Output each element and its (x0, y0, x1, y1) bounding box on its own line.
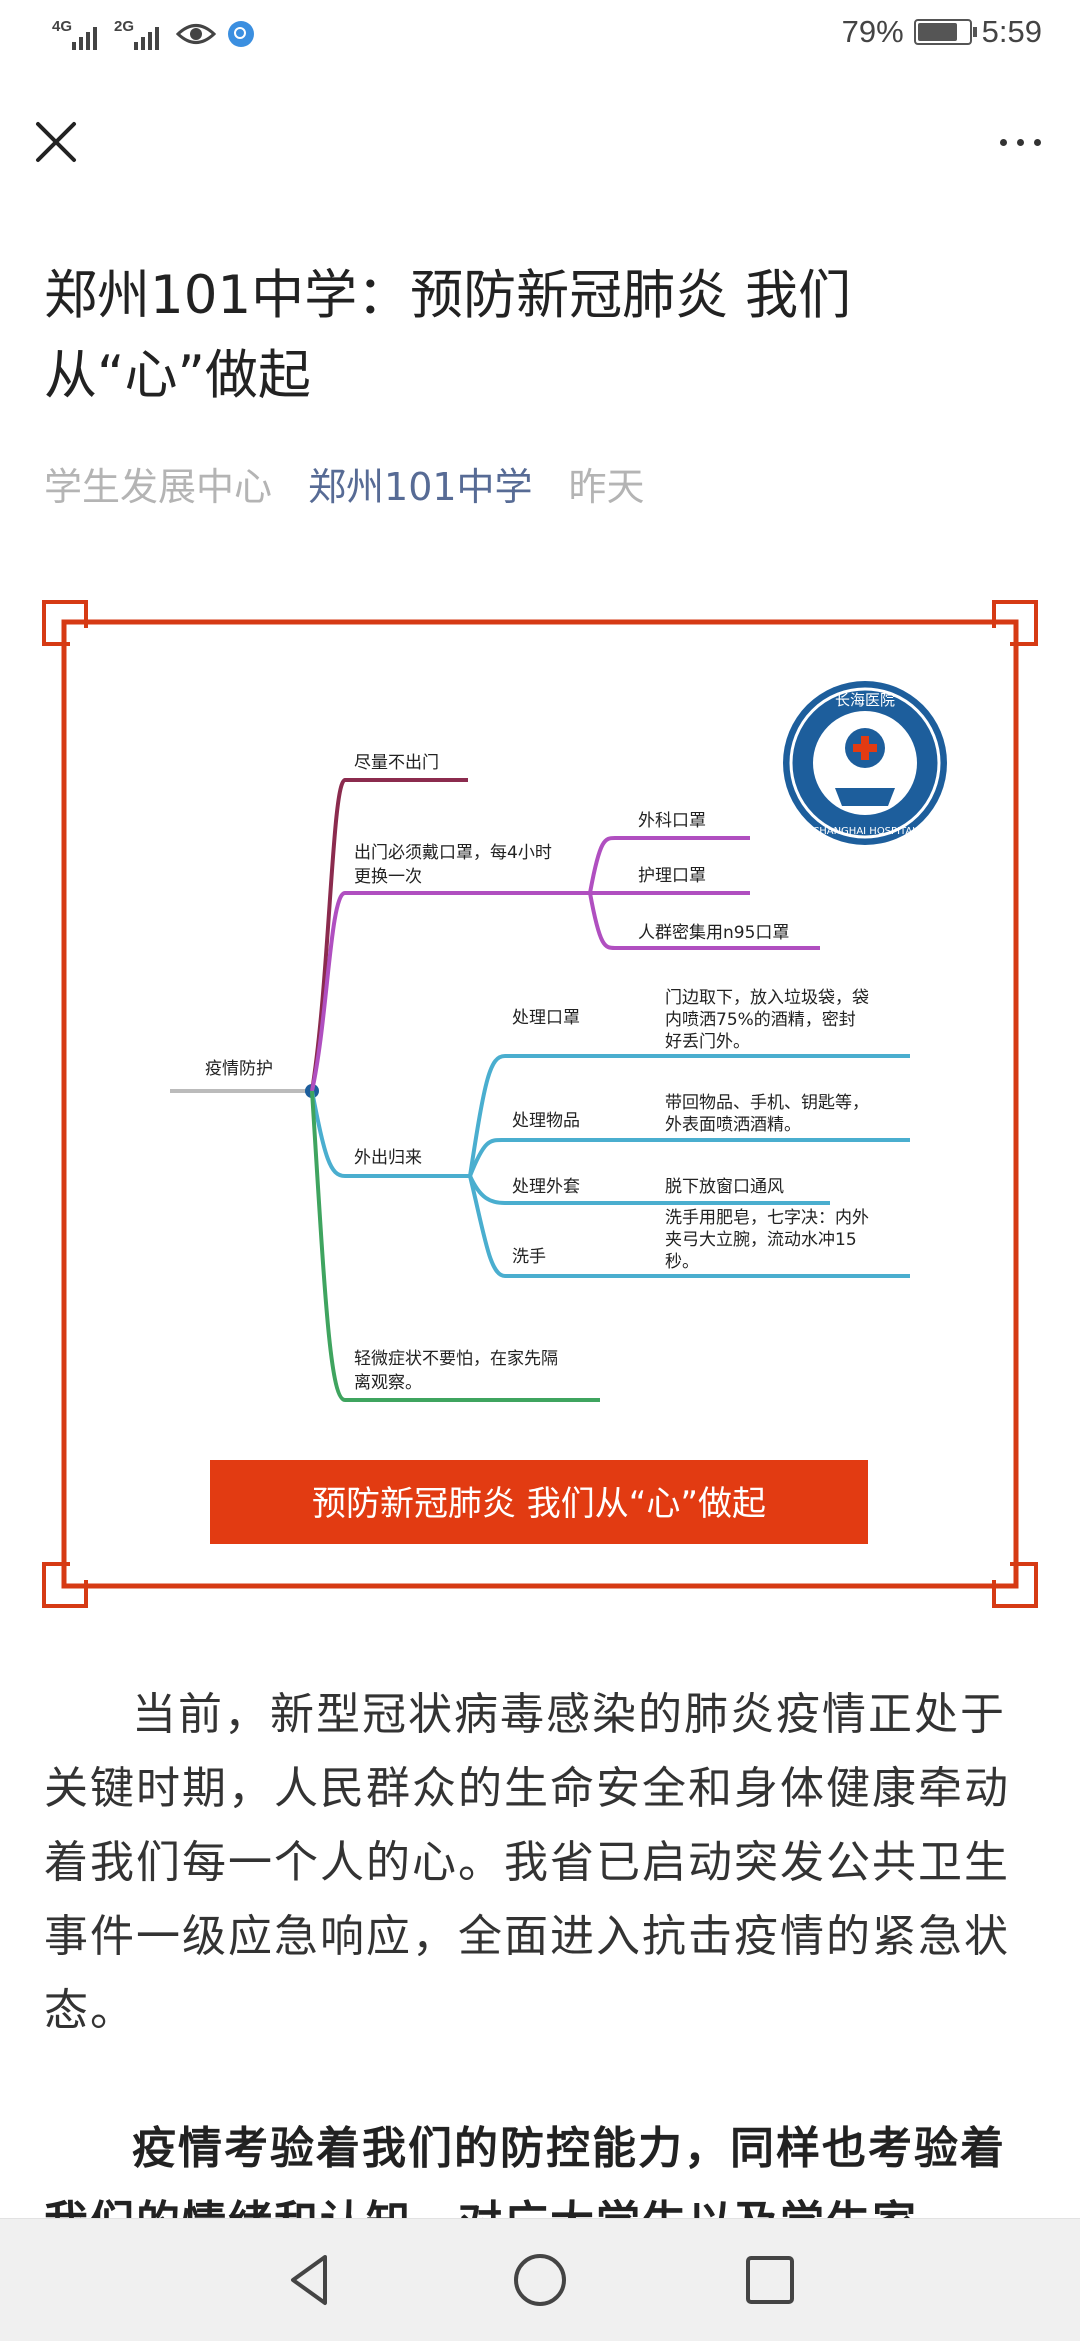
back-icon[interactable] (275, 2245, 345, 2315)
step-mask-desc-2: 内喷洒75%的酒精，密封 (665, 1010, 856, 1030)
clock: 5:59 (981, 14, 1042, 49)
step-handwash-desc-1: 洗手用肥皂，七字决：内外 (665, 1208, 869, 1228)
article-meta: 学生发展中心 郑州101中学 昨天 (44, 456, 645, 511)
status-bar: 4G 2G 79% 5:59 (0, 0, 1080, 72)
step-handwash-desc-2: 夹弓大立腕，流动水冲15 (665, 1230, 857, 1250)
step-mask-desc-1: 门边取下，放入垃圾袋，袋 (665, 988, 869, 1008)
signal-2g-icon: 2G (114, 14, 164, 54)
status-left: 4G 2G (52, 14, 254, 54)
root-node: 疫情防护 (205, 1059, 273, 1079)
branch-mild-symptoms-2: 离观察。 (354, 1373, 422, 1393)
step-items-desc-2: 外表面喷洒酒精。 (665, 1115, 801, 1135)
step-coat-desc: 脱下放窗口通风 (665, 1177, 784, 1197)
step-handwash: 洗手 (512, 1247, 546, 1267)
branch-wear-mask-2: 更换一次 (354, 867, 422, 887)
mask-n95: 人群密集用n95口罩 (638, 923, 789, 943)
branch-stay-home: 尽量不出门 (354, 753, 439, 773)
poster-banner (210, 1460, 868, 1544)
account-name-link[interactable]: 郑州101中学 (308, 465, 533, 509)
step-handwash-desc-3: 秒。 (665, 1252, 699, 1272)
network-type-2: 2G (114, 18, 135, 35)
mind-map-poster[interactable]: 长海医院 CHANGHAI HOSPITAL 疫情防护 尽量不出门 出门必须戴口… (40, 598, 1040, 1610)
network-type-1: 4G (52, 18, 73, 35)
poster-banner-text: 预防新冠肺炎 我们从“心”做起 (312, 1484, 766, 1524)
mask-nursing: 护理口罩 (638, 866, 706, 886)
branch-mild-symptoms-1: 轻微症状不要怕，在家先隔 (354, 1349, 558, 1369)
poster-frame (42, 600, 1038, 1608)
branch-wear-mask-1: 出门必须戴口罩，每4小时 (354, 843, 552, 863)
branch-return-home: 外出归来 (354, 1148, 422, 1168)
close-icon[interactable] (24, 110, 88, 174)
step-mask: 处理口罩 (512, 1008, 580, 1028)
step-items-desc-1: 带回物品、手机、钥匙等， (665, 1093, 869, 1113)
article-author: 学生发展中心 (44, 465, 273, 509)
browser-notification-icon (228, 21, 254, 47)
signal-4g-icon: 4G (52, 14, 102, 54)
hospital-logo: 长海医院 CHANGHAI HOSPITAL (783, 681, 947, 845)
battery-percent: 79% (841, 14, 904, 49)
logo-text: 长海医院 (835, 691, 895, 709)
system-navigation-bar (0, 2218, 1080, 2341)
more-options-icon[interactable] (982, 110, 1058, 174)
mask-surgical: 外科口罩 (638, 811, 706, 831)
step-items: 处理物品 (512, 1111, 580, 1131)
status-right: 79% 5:59 (842, 14, 1042, 50)
step-coat: 处理外套 (512, 1177, 580, 1197)
article-paragraph-1: 当前，新型冠状病毒感染的肺炎疫情正处于关键时期，人民群众的生命安全和身体健康牵动… (44, 1689, 1010, 2036)
article-toolbar (0, 100, 1080, 184)
recent-apps-icon[interactable] (735, 2245, 805, 2315)
battery-icon (913, 19, 977, 45)
article-title: 郑州101中学：预防新冠肺炎 我们从“心”做起 (44, 265, 852, 406)
step-mask-desc-3: 好丢门外。 (665, 1032, 750, 1052)
publish-date: 昨天 (568, 465, 645, 509)
home-icon[interactable] (505, 2245, 575, 2315)
logo-english: CHANGHAI HOSPITAL (812, 826, 918, 837)
eye-icon (176, 24, 216, 44)
